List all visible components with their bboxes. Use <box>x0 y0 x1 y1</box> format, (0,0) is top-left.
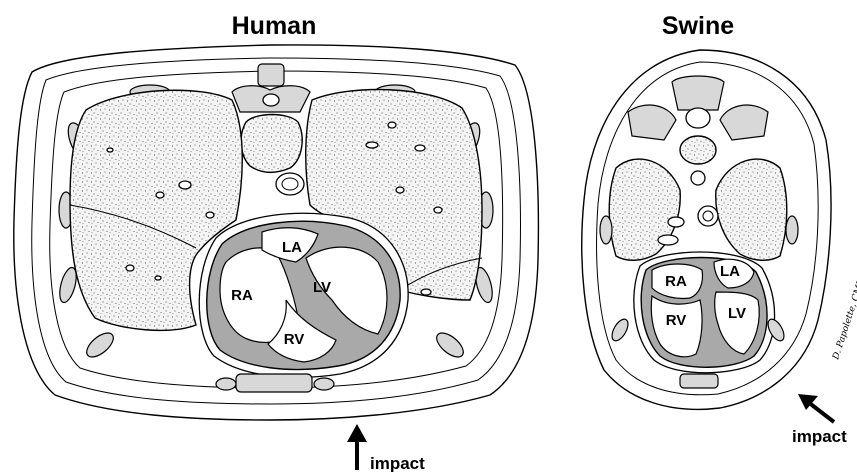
swine-sternum <box>680 374 718 388</box>
rib <box>609 317 631 344</box>
swine-rv-label: RV <box>666 312 687 329</box>
sternum-body <box>236 374 312 392</box>
vessel <box>421 289 431 295</box>
swine-ra-label: RA <box>665 273 687 290</box>
vessel <box>206 212 214 218</box>
vessel <box>388 122 396 128</box>
vessel <box>156 192 164 198</box>
swine-la-label: LA <box>720 263 740 280</box>
swine-lv-label: LV <box>728 305 746 322</box>
human-panel: Human <box>14 12 539 472</box>
human-vertebra <box>232 64 310 172</box>
rib <box>600 216 612 244</box>
rib <box>433 329 468 362</box>
human-rv-label: RV <box>284 331 305 348</box>
human-impact-arrow-head <box>347 424 367 442</box>
swine-transverse-left <box>628 105 676 140</box>
vessel <box>658 235 678 245</box>
swine-vertebral-body <box>680 136 716 164</box>
costal-cartilage <box>216 378 236 390</box>
vessel <box>698 206 718 226</box>
swine-impact-arrow-shaft <box>808 402 834 422</box>
artist-signature: D. Papolette, CMI '99 <box>831 265 857 362</box>
spinal-canal <box>263 94 279 106</box>
vessel <box>366 142 378 148</box>
human-lv-label: LV <box>313 279 331 296</box>
vessel <box>434 207 442 213</box>
swine-panel: Swine <box>582 12 857 446</box>
swine-left-lung <box>716 159 787 260</box>
human-ra-label: RA <box>231 287 253 304</box>
spinous-process <box>258 64 284 86</box>
human-title: Human <box>232 12 317 40</box>
swine-aorta <box>691 171 705 185</box>
rib <box>83 329 118 362</box>
rib <box>786 216 798 244</box>
swine-impact-indicator: impact <box>792 394 847 446</box>
vessel <box>155 276 161 280</box>
human-impact-indicator: impact <box>347 424 425 472</box>
human-impact-label: impact <box>370 454 425 472</box>
vertebral-body <box>241 115 302 173</box>
costal-cartilage <box>314 378 334 390</box>
vessel <box>107 148 113 152</box>
swine-vertebral-arch <box>672 76 724 110</box>
human-la-label: LA <box>282 239 302 256</box>
swine-impact-label: impact <box>792 427 847 446</box>
swine-title: Swine <box>662 12 734 40</box>
swine-transverse-right <box>720 105 768 140</box>
vessel <box>179 181 191 189</box>
vessel <box>668 217 684 227</box>
vessel <box>396 187 404 193</box>
swine-spinal-canal <box>686 108 710 128</box>
vessel <box>126 265 134 271</box>
human-aorta <box>276 173 304 195</box>
vessel <box>415 145 425 151</box>
